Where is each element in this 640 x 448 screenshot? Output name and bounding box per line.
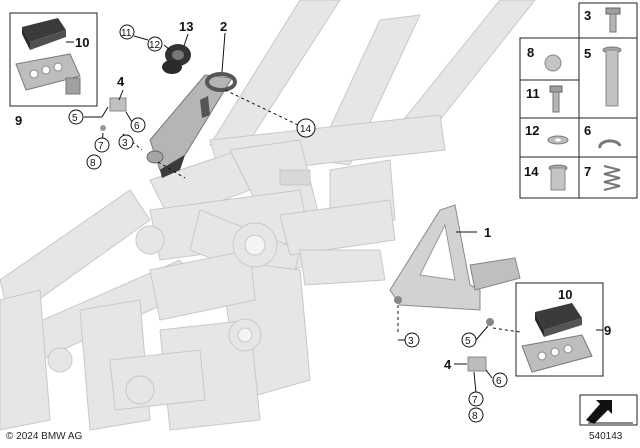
label-14a: 14 bbox=[300, 124, 312, 135]
label-13: 13 bbox=[179, 19, 193, 34]
orientation-arrow-box bbox=[579, 394, 638, 426]
label-12a: 12 bbox=[149, 40, 161, 51]
legend-spring-7: 7 bbox=[584, 164, 621, 191]
callouts: 10 9 4 5 6 3 7 8 11 12 13 2 14 1 3 5 4 6… bbox=[15, 19, 611, 423]
legend-bolt-11: 11 bbox=[526, 85, 563, 113]
svg-text:8: 8 bbox=[527, 45, 534, 60]
label-11a: 11 bbox=[121, 28, 132, 39]
label-10: 10 bbox=[75, 35, 89, 50]
svg-text:3: 3 bbox=[584, 8, 591, 23]
svg-text:14: 14 bbox=[524, 164, 539, 179]
label-10b: 10 bbox=[558, 287, 572, 302]
legend-clip-6: 6 bbox=[584, 123, 622, 149]
label-8b: 8 bbox=[472, 411, 478, 422]
legend-screw-3: 3 bbox=[584, 7, 621, 33]
label-4: 4 bbox=[117, 74, 125, 89]
label-9: 9 bbox=[15, 113, 22, 128]
left-footpeg-rubber bbox=[22, 18, 66, 50]
legend-bushing-14: 14 bbox=[524, 164, 568, 191]
label-6b: 6 bbox=[496, 376, 502, 387]
label-4b: 4 bbox=[444, 357, 452, 372]
legend-washer-12: 12 bbox=[525, 123, 569, 145]
legend-ball-8: 8 bbox=[527, 45, 562, 72]
left-footpeg-peg bbox=[15, 53, 81, 95]
copyright: © 2024 BMW AG bbox=[6, 431, 83, 442]
svg-text:11: 11 bbox=[526, 86, 540, 101]
label-9b: 9 bbox=[604, 323, 611, 338]
damper-13 bbox=[162, 44, 191, 74]
label-8a: 8 bbox=[90, 158, 96, 169]
document-number: 540143 bbox=[589, 431, 623, 442]
left-spring-7 bbox=[100, 125, 106, 131]
label-6a: 6 bbox=[134, 121, 140, 132]
svg-text:6: 6 bbox=[584, 123, 591, 138]
legend-pin-5: 5 bbox=[584, 46, 622, 107]
label-3b: 3 bbox=[408, 336, 414, 347]
label-2: 2 bbox=[220, 19, 227, 34]
right-plate-4 bbox=[467, 356, 487, 372]
footpeg-bracket-1 bbox=[389, 204, 521, 326]
parts-legend: 3 8 5 11 12 6 bbox=[519, 2, 638, 199]
label-1: 1 bbox=[484, 225, 491, 240]
label-7b: 7 bbox=[472, 395, 478, 406]
svg-text:12: 12 bbox=[525, 123, 539, 138]
motorcycle-frame bbox=[0, 0, 536, 431]
svg-text:5: 5 bbox=[584, 46, 591, 61]
svg-text:7: 7 bbox=[584, 164, 591, 179]
right-footpeg-rubber bbox=[535, 303, 582, 337]
left-plate-4 bbox=[109, 97, 127, 112]
right-footpeg-peg bbox=[521, 334, 593, 373]
label-5b: 5 bbox=[465, 336, 471, 347]
label-7a: 7 bbox=[98, 141, 104, 152]
label-5a: 5 bbox=[72, 113, 78, 124]
support-arm-2 bbox=[146, 72, 237, 178]
left-footpeg-box bbox=[9, 12, 98, 107]
label-3a: 3 bbox=[122, 138, 128, 149]
